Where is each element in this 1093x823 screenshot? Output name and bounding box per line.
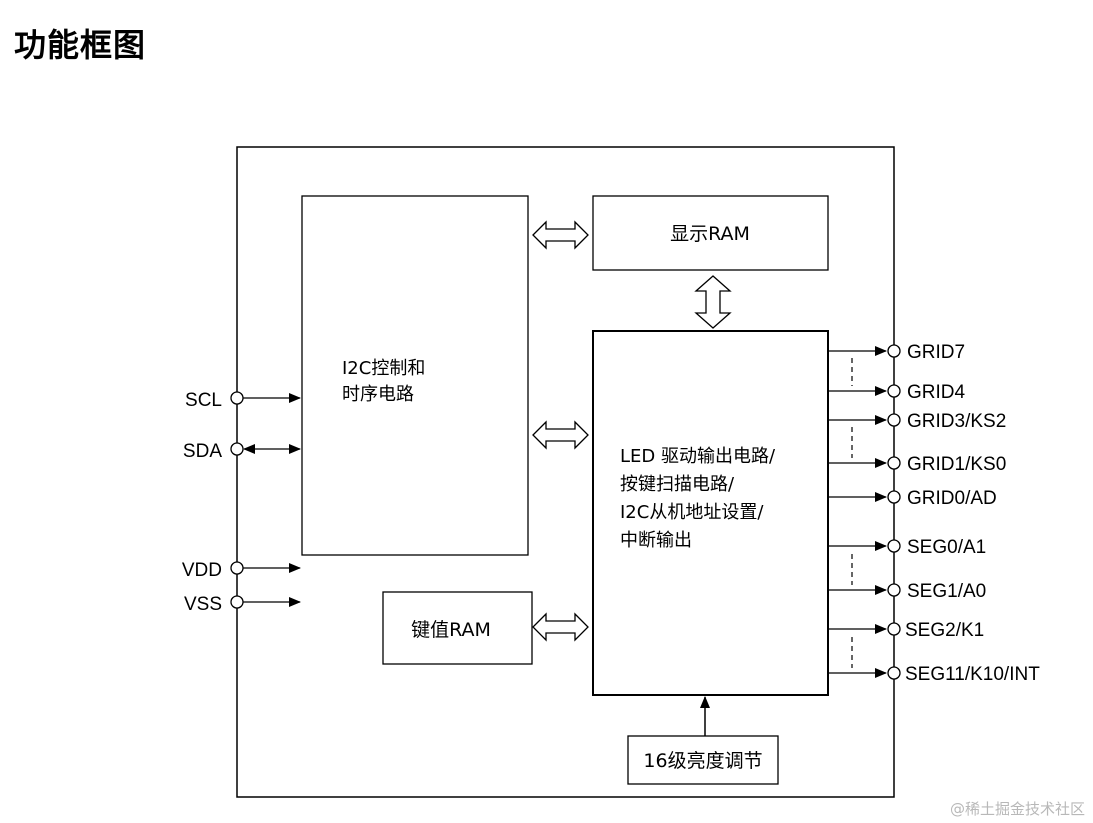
brightness-block: 16级亮度调节: [627, 735, 779, 785]
led-driver-label-line3: I2C从机地址设置/: [620, 502, 764, 523]
pin-label-scl: SCL: [185, 390, 222, 411]
i2c-control-label-line2: 时序电路: [342, 384, 414, 405]
pin-label-grid4: GRID4: [907, 382, 966, 403]
i2c-control-block: I2C控制和 时序电路: [301, 195, 529, 556]
pin-label-grid1-ks0: GRID1/KS0: [907, 454, 1006, 475]
led-driver-block: LED 驱动输出电路/ 按键扫描电路/ I2C从机地址设置/ 中断输出: [592, 330, 829, 696]
key-ram-label: 键值RAM: [411, 619, 491, 641]
led-driver-label-line1: LED 驱动输出电路/: [620, 446, 776, 467]
pin-label-grid0-ad: GRID0/AD: [907, 488, 997, 509]
pin-seg2-k1: SEG2/K1: [828, 620, 984, 641]
pin-label-vss: VSS: [184, 594, 222, 615]
pin-sda: SDA: [183, 441, 301, 462]
pin-seg0-a1: SEG0/A1: [828, 537, 986, 558]
i2c-led-driver-double-arrow: [532, 420, 589, 450]
led-driver-label-line4: 中断输出: [620, 530, 692, 551]
display-ram-label: 显示RAM: [670, 223, 750, 245]
pin-label-seg0-a1: SEG0/A1: [907, 537, 986, 558]
led-driver-label-line2: 按键扫描电路/: [620, 474, 735, 495]
brightness-label: 16级亮度调节: [643, 750, 762, 772]
pin-label-seg1-a0: SEG1/A0: [907, 581, 986, 602]
pin-label-vdd: VDD: [182, 560, 222, 581]
i2c-display-ram-double-arrow: [532, 220, 589, 250]
pin-scl: SCL: [185, 390, 301, 411]
pin-grid4: GRID4: [828, 382, 966, 403]
pin-label-grid3-ks2: GRID3/KS2: [907, 411, 1006, 432]
pin-label-grid7: GRID7: [907, 342, 965, 363]
pin-grid7: GRID7: [828, 342, 965, 363]
key-ram-led-driver-double-arrow: [532, 612, 589, 642]
pin-grid3-ks2: GRID3/KS2: [828, 411, 1006, 432]
pin-seg1-a0: SEG1/A0: [828, 581, 986, 602]
watermark: @稀土掘金技术社区: [949, 800, 1085, 818]
pin-grid1-ks0: GRID1/KS0: [828, 454, 1006, 475]
pin-label-seg11-k10-int: SEG11/K10/INT: [905, 664, 1040, 685]
pin-seg11-k10-int: SEG11/K10/INT: [828, 664, 1040, 685]
i2c-control-label-line1: I2C控制和: [342, 358, 425, 379]
page-title: 功能框图: [14, 26, 147, 64]
key-ram-block: 键值RAM: [382, 591, 533, 665]
display-ram-led-driver-double-arrow: [694, 275, 732, 329]
pin-label-seg2-k1: SEG2/K1: [905, 620, 984, 641]
pin-vdd: VDD: [182, 560, 301, 581]
pin-vss: VSS: [184, 594, 301, 615]
pin-label-sda: SDA: [183, 441, 222, 462]
pin-grid0-ad: GRID0/AD: [828, 488, 997, 509]
chip-outline: [236, 146, 895, 798]
display-ram-block: 显示RAM: [592, 195, 829, 271]
